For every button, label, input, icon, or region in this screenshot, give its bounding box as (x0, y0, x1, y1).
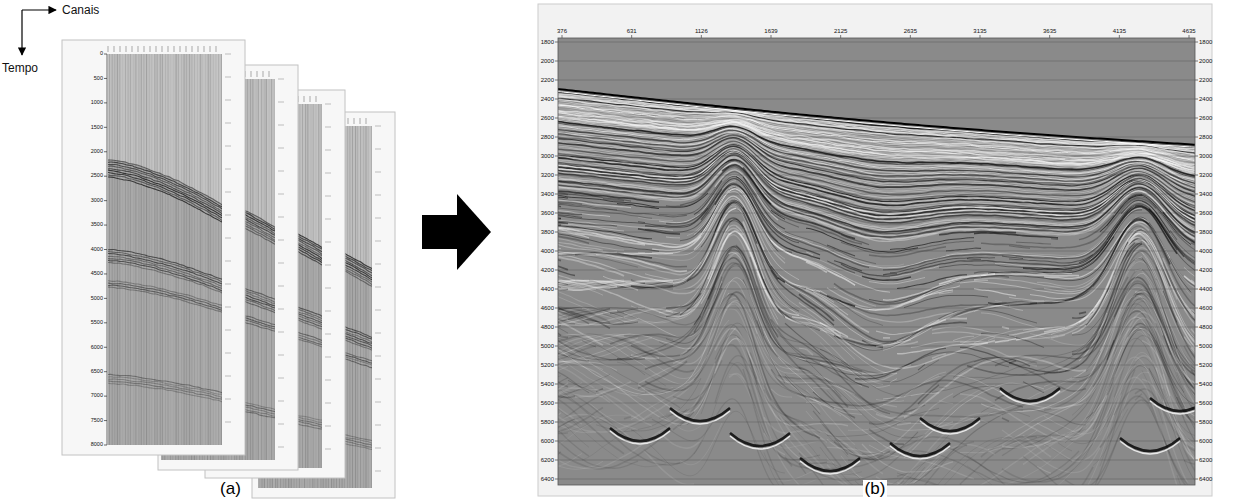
tick-label: 3500 (91, 222, 103, 228)
tick-label: 6500 (91, 369, 103, 375)
tick-label: 4635 (1182, 28, 1195, 34)
tick-label: 3000 (91, 198, 103, 204)
tick-label: 3800 (541, 229, 554, 235)
axis-title: Canais (62, 4, 99, 16)
tick-label: 2400 (1199, 96, 1212, 102)
seismic-section (538, 4, 1212, 501)
tick-label: 1126 (695, 28, 708, 34)
tick-label: 5600 (1199, 400, 1212, 406)
panel: (a) (58, 28, 403, 500)
tick-label: 6200 (1199, 457, 1212, 463)
tick-label: 5800 (1199, 419, 1212, 425)
tick-label: 3800 (1199, 229, 1212, 235)
tick-label: 3600 (1199, 210, 1212, 216)
tick-label: 5200 (1199, 362, 1212, 368)
tick-label: 6000 (91, 345, 103, 351)
tick-label: 1500 (91, 125, 103, 131)
tick-label: 631 (627, 28, 637, 34)
tick-label: 2000 (91, 149, 103, 155)
tick-label: 7500 (91, 418, 103, 424)
tick-label: 5500 (91, 320, 103, 326)
tick-label: 5800 (541, 419, 554, 425)
tick-label: 2800 (1199, 134, 1212, 140)
tick-label: 4800 (1199, 324, 1212, 330)
block-arrow (422, 215, 458, 249)
tick-label: 2600 (1199, 115, 1212, 121)
tick-label: 3200 (541, 172, 554, 178)
tick-label: 7000 (91, 393, 103, 399)
panel-label: (a) (218, 480, 243, 499)
tick-label: 4500 (91, 271, 103, 277)
tick-label: 6000 (541, 438, 554, 444)
tick-label: 2635 (904, 28, 917, 34)
tick-label: 2200 (1199, 77, 1212, 83)
tick-label: 4200 (1199, 267, 1212, 273)
tick-label: 4400 (541, 286, 554, 292)
tick-label: 3000 (1199, 153, 1212, 159)
tick-label: 2600 (541, 115, 554, 121)
tick-label: 4000 (541, 248, 554, 254)
tick-label: 6400 (1199, 476, 1212, 482)
tick-label: 1800 (1199, 39, 1212, 45)
tick-label: 5000 (91, 296, 103, 302)
tick-label: 2000 (1199, 58, 1212, 64)
tick-label: 2800 (541, 134, 554, 140)
tick-label: 5000 (541, 343, 554, 349)
tick-label: 3135 (973, 28, 986, 34)
tick-label: 1639 (764, 28, 777, 34)
tick-label: 4800 (541, 324, 554, 330)
tick-label: 4135 (1113, 28, 1126, 34)
tick-label: 500 (94, 76, 103, 82)
tick-label: 0 (100, 51, 103, 57)
tick-label: 1000 (91, 100, 103, 106)
tick-label: 5200 (541, 362, 554, 368)
panel-label: (b) (863, 480, 888, 499)
tick-label: 4600 (1199, 305, 1212, 311)
tick-label: 3600 (541, 210, 554, 216)
tick-label: 4000 (91, 247, 103, 253)
axis-arrow (22, 9, 56, 10)
tick-label: 3400 (1199, 191, 1212, 197)
axis-arrow (21, 10, 22, 55)
tick-label: 3200 (1199, 172, 1212, 178)
tick-label: 6200 (541, 457, 554, 463)
tick-label: 5600 (541, 400, 554, 406)
tick-label: 2125 (834, 28, 847, 34)
tick-label: 4400 (1199, 286, 1212, 292)
panel: (b) (538, 4, 1212, 500)
tick-label: 8000 (91, 442, 103, 448)
tick-label: 6400 (541, 476, 554, 482)
tick-label: 3635 (1043, 28, 1056, 34)
tick-label: 2200 (541, 77, 554, 83)
tick-label: 5400 (1199, 381, 1212, 387)
tick-label: 1800 (541, 39, 554, 45)
tick-label: 4000 (1199, 248, 1212, 254)
tick-label: 5400 (541, 381, 554, 387)
tick-label: 3000 (541, 153, 554, 159)
shot-gather-page (62, 40, 245, 455)
tick-label: 6000 (1199, 438, 1212, 444)
tick-label: 4600 (541, 305, 554, 311)
axis-title: Tempo (2, 62, 38, 74)
tick-label: 376 (557, 28, 567, 34)
tick-label: 4200 (541, 267, 554, 273)
tick-label: 3400 (541, 191, 554, 197)
tick-label: 2400 (541, 96, 554, 102)
tick-label: 5000 (1199, 343, 1212, 349)
tick-label: 2000 (541, 58, 554, 64)
tick-label: 2500 (91, 173, 103, 179)
